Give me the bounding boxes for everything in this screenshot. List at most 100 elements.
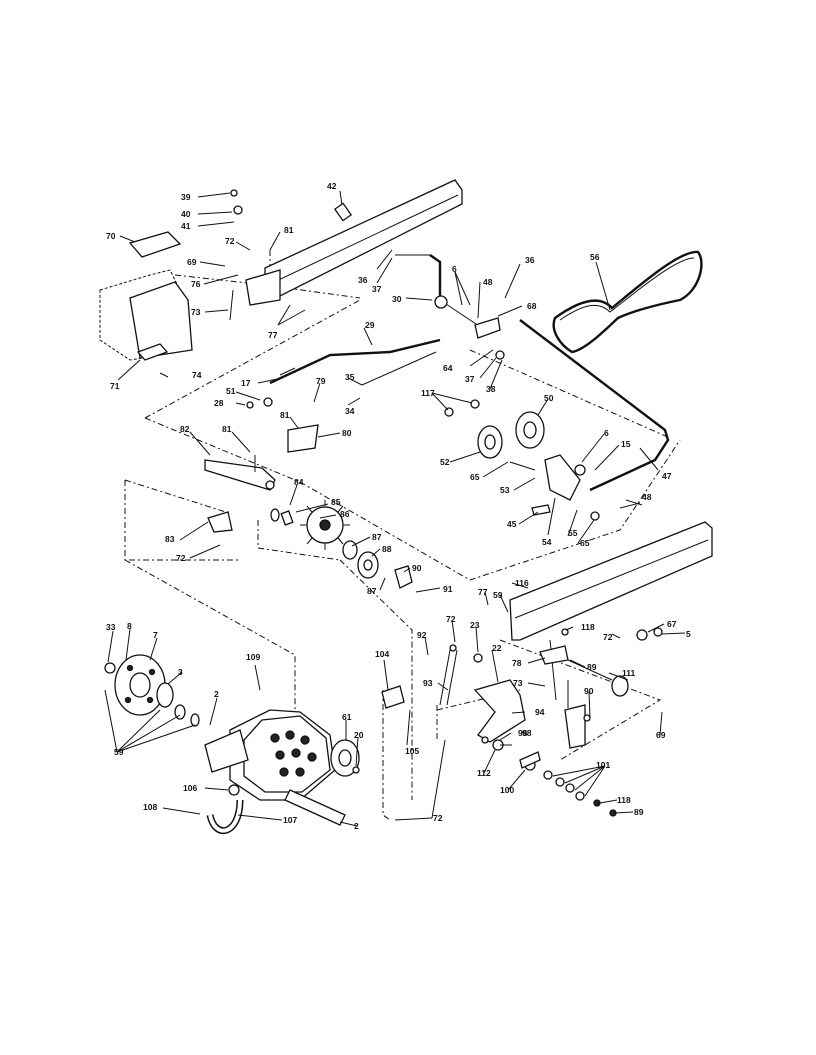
callout-label: 118 xyxy=(617,795,631,805)
callout-label: 39 xyxy=(181,192,191,202)
callout-label: 52 xyxy=(440,457,450,467)
callout-label: 90 xyxy=(584,686,594,696)
hose xyxy=(206,784,244,835)
callout-label: 78 xyxy=(512,658,522,668)
callout-label: 72 xyxy=(603,632,613,642)
callout-label: 88 xyxy=(382,544,392,554)
callout-label: 100 xyxy=(500,785,514,795)
bracket-80 xyxy=(287,424,319,453)
wheel-hub xyxy=(104,654,200,727)
callout-label: 101 xyxy=(596,760,610,770)
callout-label: 73 xyxy=(191,307,201,317)
callout-label: 76 xyxy=(191,279,201,289)
pulleys-upper xyxy=(477,411,545,459)
callout-label: 104 xyxy=(375,649,389,659)
transaxle xyxy=(204,709,360,826)
callout-label: 38 xyxy=(486,384,496,394)
callout-label: 72 xyxy=(433,813,443,823)
callout-label: 59 xyxy=(493,590,503,600)
rod-47 xyxy=(519,319,670,492)
callout-label: 108 xyxy=(143,802,157,812)
callout-label: 69 xyxy=(656,730,666,740)
callout-label: 81 xyxy=(284,225,294,235)
callout-label: 77 xyxy=(268,330,278,340)
callout-label: 8 xyxy=(127,621,132,631)
callout-label: 90 xyxy=(412,563,422,573)
fender-body xyxy=(99,269,193,361)
callout-label: 87 xyxy=(367,586,377,596)
washer-stack xyxy=(524,759,617,817)
callout-label: 45 xyxy=(507,519,517,529)
fan-assembly xyxy=(270,500,413,589)
callout-label: 109 xyxy=(246,652,260,662)
callout-label: 34 xyxy=(345,406,355,416)
callout-label: 117 xyxy=(421,388,435,398)
callout-label: 2 xyxy=(214,689,219,699)
callout-label: 72 xyxy=(446,614,456,624)
callout-label: 6 xyxy=(604,428,609,438)
callout-label: 83 xyxy=(165,534,175,544)
drive-belt xyxy=(552,250,703,354)
brake-arm xyxy=(473,679,526,751)
callout-label: 28 xyxy=(214,398,224,408)
callout-label: 23 xyxy=(470,620,480,630)
callout-label: 61 xyxy=(342,712,352,722)
callout-label: 74 xyxy=(192,370,202,380)
callout-label: 96 xyxy=(518,728,528,738)
callout-label: 5 xyxy=(686,629,691,639)
misc-hardware xyxy=(128,189,663,769)
callout-label: 105 xyxy=(405,746,419,756)
callout-label: 7 xyxy=(153,630,158,640)
callout-label: 87 xyxy=(372,532,382,542)
callout-label: 94 xyxy=(535,707,545,717)
callout-label: 64 xyxy=(443,363,453,373)
leader-lines xyxy=(104,190,686,827)
idler-bracket xyxy=(509,454,586,516)
linkage-center xyxy=(381,644,483,709)
callout-label: 89 xyxy=(587,662,597,672)
callout-label: 85 xyxy=(331,497,341,507)
callout-label: 81 xyxy=(222,424,232,434)
lower-frame-rail xyxy=(509,521,713,641)
axle-assembly xyxy=(539,639,629,749)
callout-label: 91 xyxy=(443,584,453,594)
callout-label: 82 xyxy=(180,424,190,434)
callout-label: 17 xyxy=(241,378,251,388)
shift-rods xyxy=(269,254,442,386)
callout-label: 20 xyxy=(354,730,364,740)
dash-guide-lines xyxy=(124,250,681,821)
callout-label: 48 xyxy=(483,277,493,287)
callout-label: 112 xyxy=(477,768,491,778)
callout-label: 54 xyxy=(542,537,552,547)
callout-label: 6 xyxy=(452,264,457,274)
callout-label: 79 xyxy=(316,376,326,386)
callout-label: 2 xyxy=(354,821,359,831)
callout-label: 22 xyxy=(492,643,502,653)
callout-label: 37 xyxy=(465,374,475,384)
callout-label: 93 xyxy=(423,678,433,688)
callout-label: 33 xyxy=(106,622,116,632)
callout-label: 71 xyxy=(110,381,120,391)
callout-label: 47 xyxy=(662,471,672,481)
callout-label: 111 xyxy=(622,668,636,678)
callout-label: 68 xyxy=(527,301,537,311)
callout-label: 72 xyxy=(225,236,235,246)
callout-label: 65 xyxy=(580,538,590,548)
callout-label: 86 xyxy=(340,509,350,519)
callout-label: 69 xyxy=(187,257,197,267)
callout-label: 92 xyxy=(417,630,427,640)
callout-label: 67 xyxy=(667,619,677,629)
callout-label: 37 xyxy=(372,284,382,294)
callout-label: 107 xyxy=(283,815,297,825)
callout-label: 72 xyxy=(176,553,186,563)
callout-label: 56 xyxy=(590,252,600,262)
callout-label: 70 xyxy=(106,231,116,241)
callout-label: 73 xyxy=(513,678,523,688)
callout-label: 53 xyxy=(500,485,510,495)
callout-label: 98 xyxy=(522,728,532,738)
callout-label: 77 xyxy=(478,587,488,597)
callout-label: 84 xyxy=(294,477,304,487)
callout-label: 116 xyxy=(515,578,529,588)
callout-label: 48 xyxy=(642,492,652,502)
